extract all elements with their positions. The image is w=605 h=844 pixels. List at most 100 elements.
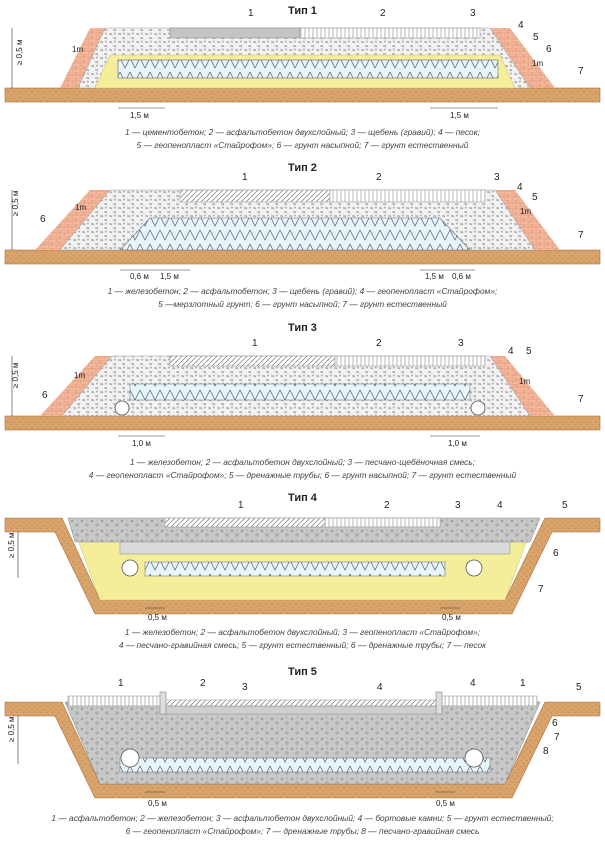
- asphalt-layer: [324, 517, 441, 528]
- svg-text:5: 5: [532, 192, 538, 203]
- legend-caption: 1 — железобетон; 2 — асфальтобетон; 3 — …: [0, 285, 605, 311]
- panel-title: Тип 2: [288, 162, 317, 174]
- reinforced-concrete-layer: [169, 355, 336, 367]
- svg-text:1m: 1m: [519, 377, 530, 386]
- geofoam-layer: [119, 757, 491, 773]
- reinforced-concrete-layer: [179, 189, 331, 203]
- svg-text:7: 7: [578, 66, 584, 77]
- svg-text:3: 3: [458, 338, 464, 349]
- cross-section-diagram: 1,0 м 1,0 м ≥ 0,5 м 1m 1m 1 2 3 4 5 6 7: [4, 338, 601, 448]
- caption-line: 4 — песчано-гравийная смесь; 5 — грунт е…: [118, 640, 487, 650]
- caption-line: 1 — цементобетон; 2 — асфальтобетон двух…: [124, 127, 480, 137]
- svg-text:4: 4: [377, 682, 383, 693]
- svg-text:5: 5: [526, 346, 532, 357]
- fill-soil-left: [35, 190, 110, 250]
- svg-text:6: 6: [40, 214, 46, 225]
- reinforced-concrete-layer: [165, 705, 437, 715]
- svg-text:5: 5: [576, 682, 582, 693]
- fill-soil-left: [40, 356, 112, 416]
- drainage-pipe-right: [464, 748, 484, 768]
- fill-soil-left: [60, 28, 105, 88]
- svg-text:7: 7: [578, 230, 584, 241]
- svg-text:≥ 0,5 м: ≥ 0,5 м: [11, 191, 20, 216]
- svg-text:0,6 м: 0,6 м: [130, 272, 149, 281]
- reinforced-concrete-layer: [164, 517, 326, 528]
- asphalt-layer: [334, 355, 486, 367]
- natural-soil-layer: [4, 87, 601, 103]
- svg-text:2: 2: [200, 678, 206, 689]
- dimensions: 0,5 м 0,5 м ≥ 0,5 м: [7, 716, 455, 808]
- svg-text:6: 6: [553, 548, 559, 559]
- svg-text:≥ 0,5 м: ≥ 0,5 м: [15, 40, 24, 65]
- legend-caption: 1 — асфальтобетон; 2 — железобетон; 3 — …: [0, 812, 605, 838]
- panel-title: Тип 4: [288, 492, 317, 504]
- cross-section-diagram: 0,6 м 1,5 м 1,5 м 0,6 м ≥ 0,5 м 1m 1m 1 …: [4, 172, 601, 281]
- dimensions: 1,0 м 1,0 м ≥ 0,5 м 1m 1m: [11, 356, 530, 448]
- svg-text:7: 7: [578, 394, 584, 405]
- drainage-pipe-right: [465, 559, 483, 577]
- svg-text:6: 6: [552, 718, 558, 729]
- drainage-pipe-left: [114, 400, 130, 416]
- panel-type-4: Тип 4 0,5 м 0,5 м ≥ 0,5 м 1 2 3 4 5 6 7 …: [0, 488, 605, 666]
- caption-line: 1 — железобетон; 2 — асфальтобетон двухс…: [129, 457, 476, 467]
- svg-text:4: 4: [518, 20, 524, 31]
- callout-labels: 1 2 3 4 5 6 7: [238, 500, 568, 595]
- svg-text:1m: 1m: [72, 45, 83, 54]
- svg-text:6: 6: [546, 44, 552, 55]
- svg-text:6: 6: [42, 390, 48, 401]
- geofoam-layer: [117, 59, 499, 79]
- svg-text:1,5 м: 1,5 м: [450, 111, 469, 120]
- svg-text:1m: 1m: [532, 59, 543, 68]
- curb-stone-right: [435, 691, 443, 715]
- svg-text:1,5 м: 1,5 м: [160, 272, 179, 281]
- caption-line: 1 — асфальтобетон; 2 — железобетон; 3 — …: [51, 813, 554, 823]
- legend-caption: 1 — железобетон; 2 — асфальтобетон двухс…: [0, 626, 605, 652]
- callout-labels: 1 2 3 4 5 6 7: [248, 8, 584, 77]
- geofoam-upper: [119, 541, 511, 555]
- svg-text:1: 1: [520, 678, 526, 689]
- asphalt-layer: [329, 189, 486, 203]
- svg-text:1,0 м: 1,0 м: [448, 439, 467, 448]
- legend-caption: 1 — железобетон; 2 — асфальтобетон двухс…: [0, 456, 605, 482]
- svg-text:5: 5: [562, 500, 568, 511]
- dimension-right-1-5m: 1,5 м: [430, 107, 498, 120]
- natural-soil-layer: [4, 249, 601, 265]
- cross-section-diagram: 0,5 м 0,5 м ≥ 0,5 м 1 2 3 4 5 6 7: [4, 500, 601, 622]
- asphalt-concrete-layer: [299, 27, 481, 39]
- panel-type-3: Тип 3 1,0 м 1,0 м ≥ 0,5 м 1m 1m 1 2 3 4 …: [0, 318, 605, 488]
- svg-text:4: 4: [470, 678, 476, 689]
- svg-text:1: 1: [242, 172, 248, 183]
- svg-text:8: 8: [543, 746, 549, 757]
- svg-text:7: 7: [538, 584, 544, 595]
- svg-text:0,5 м: 0,5 м: [148, 613, 167, 622]
- caption-line: 6 — геопенопласт «Стайрофом»; 7 — дренаж…: [125, 826, 480, 836]
- svg-text:≥ 0,5 м: ≥ 0,5 м: [11, 363, 20, 388]
- svg-text:3: 3: [242, 682, 248, 693]
- curb-stone-left: [159, 691, 167, 715]
- svg-text:1: 1: [238, 500, 244, 511]
- svg-text:3: 3: [470, 8, 476, 19]
- svg-text:4: 4: [517, 182, 523, 193]
- svg-text:0,6 м: 0,6 м: [452, 272, 471, 281]
- svg-text:1: 1: [118, 678, 124, 689]
- svg-text:3: 3: [455, 500, 461, 511]
- svg-text:3: 3: [494, 172, 500, 183]
- fill-soil-right: [490, 28, 555, 88]
- natural-soil-layer: [4, 415, 601, 431]
- caption-line: 4 — геопенопласт «Стайрофом»; 5 — дренаж…: [88, 470, 517, 480]
- dimension-left-1-5m: 1,5 м: [118, 107, 165, 120]
- svg-text:1,5 м: 1,5 м: [425, 272, 444, 281]
- svg-text:1m: 1m: [74, 371, 85, 380]
- drainage-pipe-left: [121, 559, 139, 577]
- svg-text:1,0 м: 1,0 м: [132, 439, 151, 448]
- asphalt-left: [67, 695, 161, 707]
- drainage-pipe-right: [470, 400, 486, 416]
- svg-text:1: 1: [248, 8, 254, 19]
- fill-soil-right: [490, 356, 555, 416]
- svg-text:2: 2: [380, 8, 386, 19]
- callout-labels: 1 2 3 4 4 1 5 6 7 8: [118, 678, 582, 757]
- dimension-height: ≥ 0,5 м 1m 1m: [11, 28, 543, 88]
- caption-line: 5 —мерзлотный грунт; 6 — грунт насыпной;…: [158, 299, 447, 309]
- panel-type-5: Тип 5 0,5 м 0,5 м ≥ 0,5 м 1 2 3 4 4 1 5: [0, 666, 605, 844]
- cross-section-diagram: 0,5 м 0,5 м ≥ 0,5 м 1 2 3 4 4 1 5 6 7 8: [4, 678, 601, 808]
